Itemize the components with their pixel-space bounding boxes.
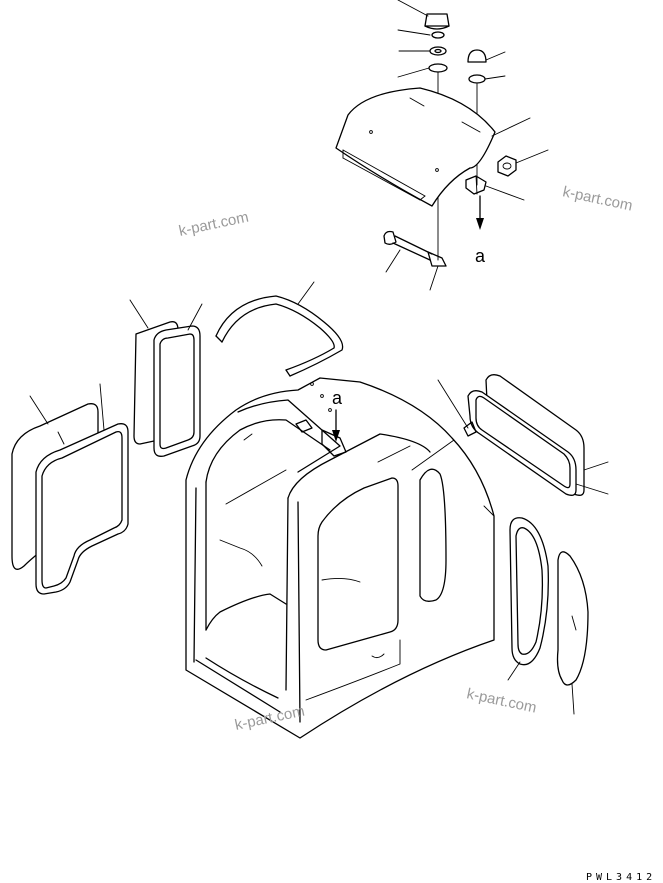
watermark-2: k-part.com: [561, 183, 634, 214]
detail-label-a-top: a: [475, 246, 486, 266]
roof-visor-panel: [335, 87, 531, 207]
cap-nut-right: [467, 49, 506, 63]
washer-small: [397, 29, 445, 39]
watermark-1: k-part.com: [177, 209, 250, 240]
detail-label-a-cab: a: [332, 388, 343, 408]
rear-window-seal: [437, 379, 609, 496]
washer-right: [468, 74, 506, 84]
detail-arrow-a-cab: a: [332, 388, 343, 442]
drawing-code: PWL3412: [586, 872, 656, 883]
hinge-bolt: [383, 230, 447, 291]
roof-window-seal: [215, 281, 344, 377]
watermark-3: k-part.com: [233, 703, 306, 734]
mount-bracket: [465, 175, 525, 201]
hex-nut: [497, 149, 549, 177]
rear-side-seal: [153, 303, 203, 457]
front-side-seal: [35, 383, 129, 595]
cap-nut-left: [397, 0, 450, 30]
cab-body: [185, 377, 495, 739]
watermark-4: k-part.com: [465, 685, 538, 716]
washer-large: [397, 63, 448, 78]
detail-arrow-a-top: a: [475, 195, 486, 266]
door-lower-seal: [507, 517, 549, 681]
washer-medium: [398, 46, 447, 56]
door-lower-glass: [556, 551, 589, 715]
